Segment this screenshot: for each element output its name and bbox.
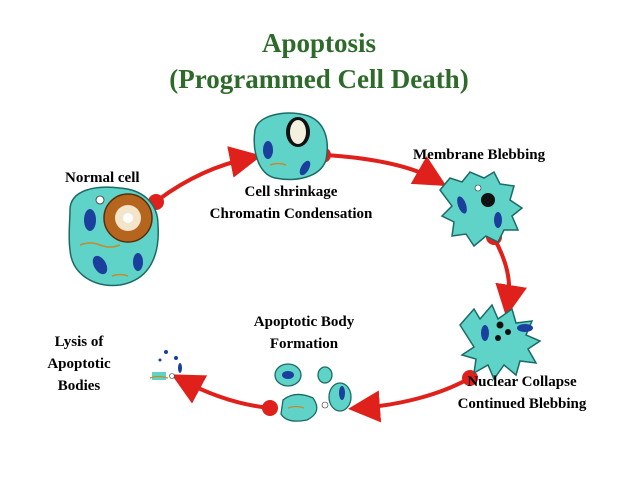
label-chromatin-condensation: Chromatin Condensation [209,206,373,222]
lysis-fragments [149,350,182,380]
arrow-normal-to-shrinkage [156,146,262,202]
arrow-dot [462,370,478,386]
arrow-blebbing-to-collapse [492,237,527,317]
label-membrane-blebbing: Membrane Blebbing [413,147,546,163]
label-cell-shrinkage: Cell shrinkage [244,184,338,200]
collapsed-cell [459,303,542,381]
label-normal-cell: Normal cell [65,170,140,186]
label-bodies: Bodies [57,378,101,394]
cycle-arrows [156,146,527,423]
arrow-dot [262,400,278,416]
normal-cell [68,186,159,287]
diagram-subtitle: (Programmed Cell Death) [169,64,469,94]
label-apoptotic: Apoptotic [47,356,111,372]
arrow-collapse-to-body [348,376,471,423]
arrow-body-to-lysis [171,374,271,410]
shrunken-cell [253,112,328,181]
blebbing-cell [439,170,524,248]
label-nuclear-collapse: Nuclear Collapse [467,374,577,390]
diagram-title: Apoptosis [261,28,377,58]
apoptotic-bodies [274,363,352,422]
label-formation: Formation [269,336,339,352]
arrow-shrinkage-to-blebbing [325,153,447,186]
label-continued-blebbing: Continued Blebbing [457,396,587,412]
label-lysis-of: Lysis of [54,334,104,350]
label-apoptotic-body: Apoptotic Body [253,314,355,330]
